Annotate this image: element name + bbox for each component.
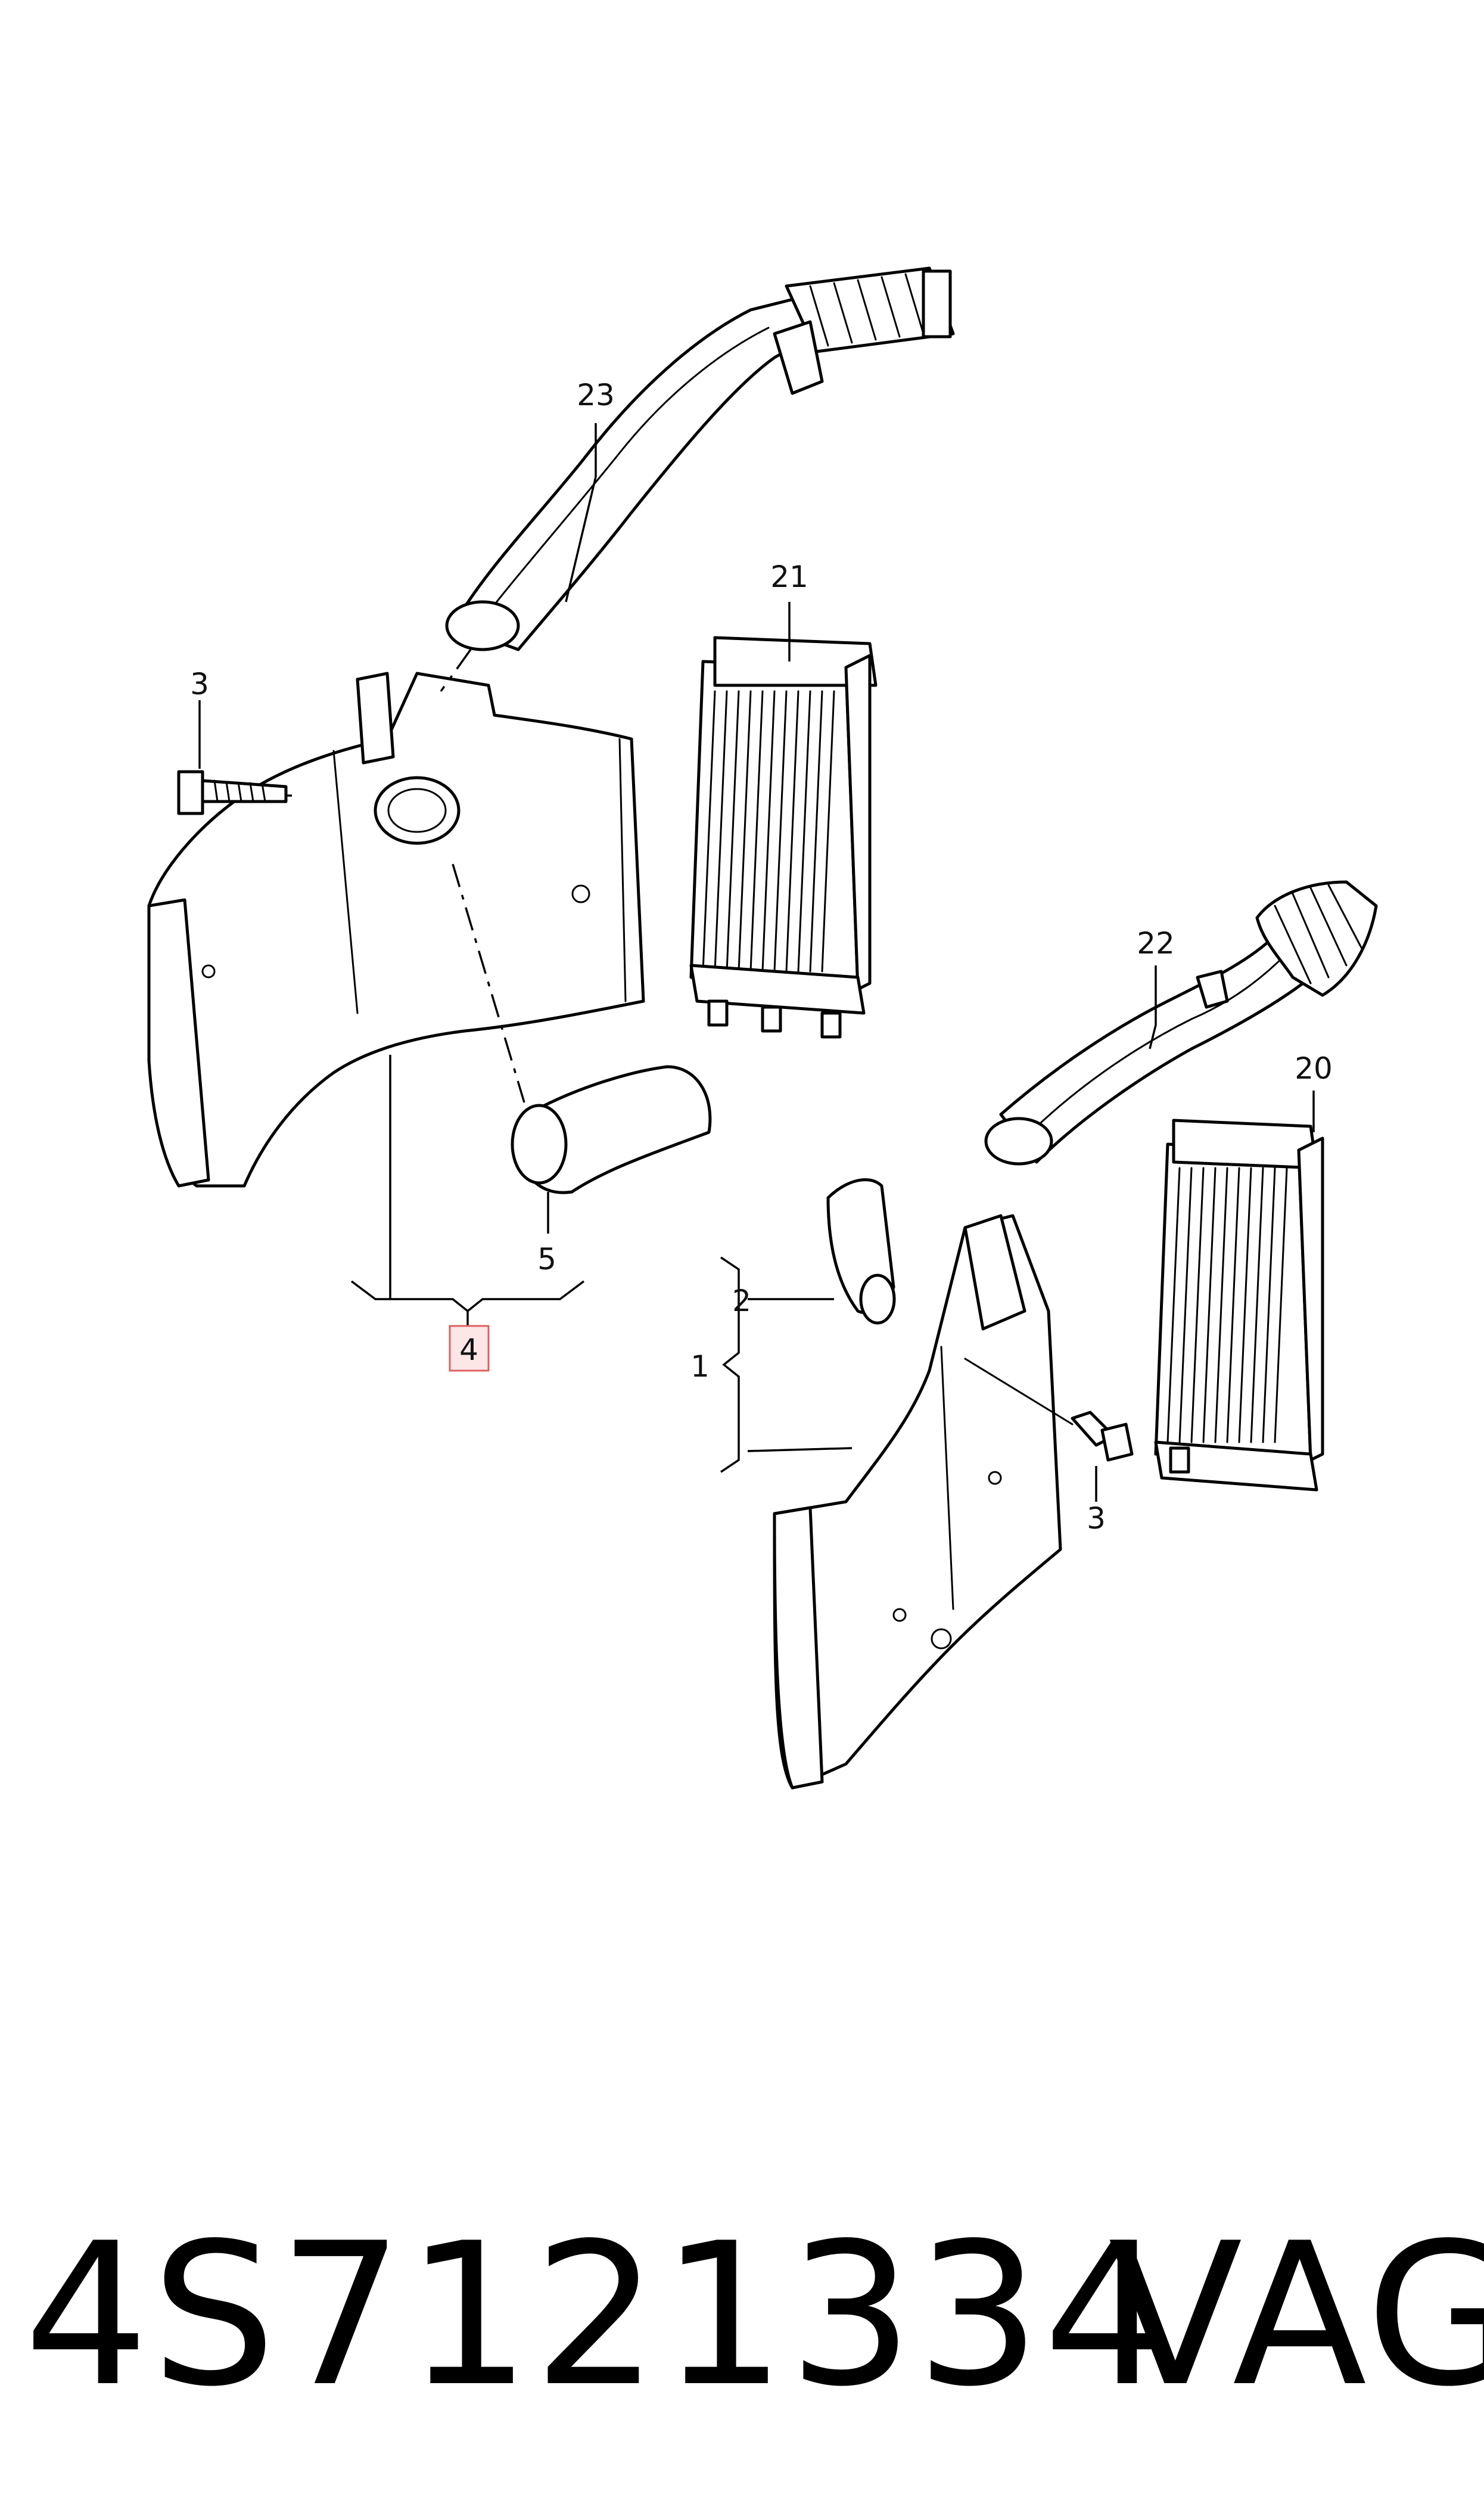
- bolt-3-right: [964, 1358, 1134, 1462]
- part-number: 4S7121334: [24, 2201, 1171, 2430]
- hose-22: [984, 880, 1378, 1166]
- callout-21: 21: [770, 560, 808, 594]
- hose-23: [445, 266, 955, 651]
- hose-5: [511, 1065, 712, 1194]
- callout-23: 23: [577, 378, 615, 412]
- bolt-3-left: [177, 770, 288, 815]
- callout-4-highlight: [449, 1325, 490, 1372]
- callout-5: 5: [537, 1242, 556, 1276]
- callout-1: 1: [690, 1349, 710, 1384]
- pipe-2: [826, 1178, 896, 1325]
- footer: 4S7121334 VAG: [0, 2205, 1484, 2455]
- brand-name: VAG: [1108, 2201, 1484, 2430]
- callout-4: 4: [459, 1333, 478, 1367]
- leader-lines: [198, 423, 1315, 1502]
- air-duct-1: [773, 1214, 1062, 1790]
- assembly-line-duct-23: [440, 648, 472, 692]
- callout-22: 22: [1137, 926, 1175, 961]
- callout-20: 20: [1295, 1051, 1333, 1086]
- callout-3-left: 3: [190, 667, 209, 701]
- callout-2: 2: [732, 1284, 751, 1318]
- intercooler-20: [1154, 1119, 1324, 1492]
- intercooler-21: [689, 636, 878, 1039]
- assembly-line-4-5: [452, 864, 525, 1103]
- callout-3-right: 3: [1087, 1501, 1106, 1536]
